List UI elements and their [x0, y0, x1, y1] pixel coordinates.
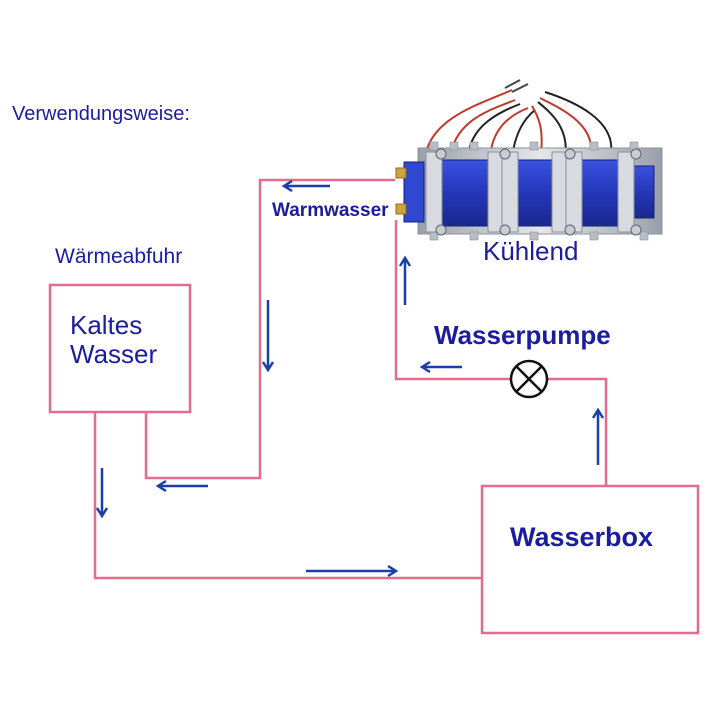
heat-dissipation-label: Wärmeabfuhr: [55, 245, 183, 268]
flow-arrow-icon: [261, 300, 275, 373]
pipes: [48, 178, 700, 635]
flow-arrow-icon: [95, 468, 109, 519]
hot-water-pipe: [144, 178, 395, 480]
flow-arrow-icon: [155, 479, 208, 493]
usage-heading: Verwendungsweise:: [12, 103, 190, 125]
flow-arrow-icon: [306, 564, 399, 578]
cold-water-box: [48, 283, 192, 414]
cold-water-label: Kaltes Wasser: [70, 310, 158, 370]
cold-water-label-line1: Kaltes: [70, 310, 143, 340]
cold-water-label-line2: Wasser: [70, 339, 158, 370]
flow-arrow-icon: [281, 179, 330, 193]
flow-arrow-icon: [419, 360, 462, 374]
cooling-label: Kühlend: [483, 236, 579, 266]
pump-symbol-icon: [509, 359, 549, 399]
pump-to-cooler-pipe: [394, 220, 510, 381]
pump-outlet-pipe: [548, 377, 608, 486]
hot-water-label: Warmwasser: [272, 200, 389, 221]
flow-arrow-icon: [591, 407, 605, 465]
flow-arrow-icon: [398, 255, 412, 305]
pump-label: Wasserpumpe: [434, 320, 611, 350]
flow-arrows: [95, 179, 605, 578]
water-box: [480, 484, 700, 635]
peltier-cooler-icon: [395, 79, 663, 241]
cold-water-pipe: [93, 412, 482, 580]
water-box-label: Wasserbox: [510, 522, 654, 552]
